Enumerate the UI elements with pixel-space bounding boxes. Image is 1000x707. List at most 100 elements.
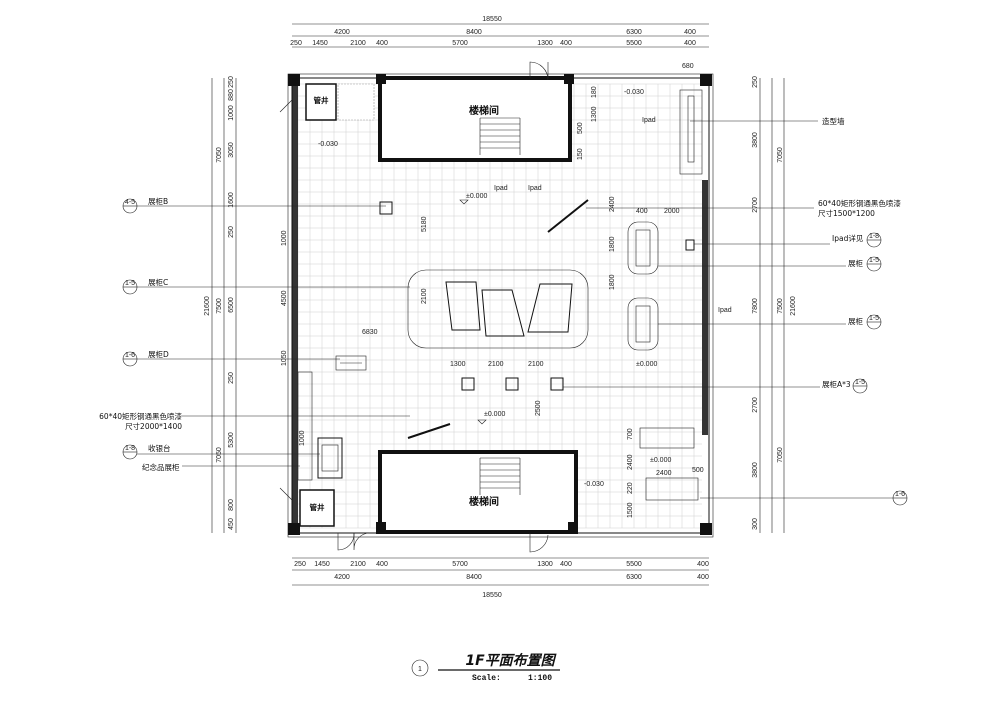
title-number: 1 [418,666,422,673]
svg-text:6830: 6830 [362,329,378,336]
dim-left-row2: 250 880 1000 3050 1600 250 6500 250 5300… [228,76,235,530]
svg-text:400: 400 [636,208,648,215]
ipad-labels: Ipad Ipad Ipad Ipad [494,117,732,314]
svg-text:7800: 7800 [752,298,759,314]
svg-text:250: 250 [228,76,235,88]
svg-text:400: 400 [560,561,572,568]
svg-text:2400: 2400 [609,196,616,212]
svg-text:1000: 1000 [281,230,288,246]
svg-text:2100: 2100 [350,40,366,47]
svg-text:6500: 6500 [228,297,235,313]
dim-left-row1: 7050 7500 7050 [216,147,223,463]
svg-text:2700: 2700 [752,397,759,413]
shaft-top [305,83,375,121]
svg-text:展柜D: 展柜D [148,349,169,359]
svg-text:250: 250 [228,372,235,384]
dimension-lines [211,23,785,586]
svg-text:展柜: 展柜 [848,258,863,268]
svg-text:6300: 6300 [626,29,642,36]
svg-text:2400: 2400 [627,454,634,470]
svg-text:250: 250 [228,226,235,238]
svg-text:纪念品展柜: 纪念品展柜 [142,462,180,472]
svg-text:1-8: 1-8 [125,445,135,452]
svg-text:5700: 5700 [452,40,468,47]
svg-text:150: 150 [577,148,584,160]
svg-text:1450: 1450 [314,561,330,568]
svg-text:Ipad: Ipad [528,185,542,192]
svg-text:1-5: 1-5 [125,280,135,287]
svg-text:1050: 1050 [281,350,288,366]
svg-text:1-6: 1-6 [125,352,135,359]
dim-top-row1: 4200 8400 6300 400 [334,29,696,36]
svg-text:5300: 5300 [228,432,235,448]
svg-text:250: 250 [294,561,306,568]
svg-text:500: 500 [692,467,704,474]
svg-text:450: 450 [228,518,235,530]
svg-text:造型墙: 造型墙 [822,116,845,126]
svg-text:7050: 7050 [216,147,223,163]
svg-text:400: 400 [376,40,388,47]
svg-text:展柜A*3: 展柜A*3 [822,379,851,389]
svg-text:2000: 2000 [664,208,680,215]
svg-text:5500: 5500 [626,40,642,47]
scale-label: Scale: [472,674,501,683]
svg-text:-0.030: -0.030 [624,89,644,96]
svg-text:尺寸2000*1400: 尺寸2000*1400 [125,421,182,431]
dim-top-row2: 250 1450 2100 400 5700 1300 400 5500 400 [290,40,696,47]
svg-text:500: 500 [577,122,584,134]
svg-text:2100: 2100 [488,361,504,368]
svg-text:5180: 5180 [421,216,428,232]
svg-text:1300: 1300 [537,561,553,568]
svg-text:1300: 1300 [591,106,598,122]
svg-text:Ipad: Ipad [642,117,656,124]
svg-text:±0.000: ±0.000 [484,411,505,418]
level-marks: -0.030 -0.030 ±0.000 ±0.000 ±0.000 -0.03… [318,89,671,488]
svg-text:4200: 4200 [334,29,350,36]
svg-text:-0.030: -0.030 [318,141,338,148]
svg-text:7500: 7500 [777,298,784,314]
doors [279,61,549,553]
svg-text:展柜B: 展柜B [148,196,168,206]
svg-text:1300: 1300 [537,40,553,47]
svg-text:60*40矩形钢通黑色喷漆: 60*40矩形钢通黑色喷漆 [99,411,182,421]
svg-text:1-5: 1-5 [855,379,865,386]
central-display-island [407,269,589,349]
svg-text:1450: 1450 [312,40,328,47]
svg-text:收银台: 收银台 [148,443,171,453]
svg-text:展柜: 展柜 [848,316,863,326]
svg-text:2400: 2400 [656,470,672,477]
svg-text:4-5: 4-5 [125,199,135,206]
dim-right-total: 21600 [790,296,797,316]
svg-text:2100: 2100 [421,288,428,304]
svg-text:400: 400 [684,29,696,36]
stair-room-bottom [376,450,578,534]
dim-overall-bottom: 18550 [482,592,502,599]
steel-frames [407,199,589,439]
dim-left-total: 21600 [204,296,211,316]
svg-text:180: 180 [591,86,598,98]
svg-text:1300: 1300 [450,361,466,368]
svg-text:±0.000: ±0.000 [466,193,487,200]
svg-text:2500: 2500 [535,400,542,416]
svg-text:4200: 4200 [334,574,350,581]
svg-text:7050: 7050 [216,447,223,463]
display-cabinets-a [335,201,564,391]
svg-text:7050: 7050 [777,147,784,163]
svg-text:880: 880 [228,89,235,101]
cashier-counter [297,89,703,501]
svg-text:700: 700 [627,428,634,440]
svg-text:尺寸1500*1200: 尺寸1500*1200 [818,208,875,218]
svg-text:3050: 3050 [228,142,235,158]
dim-bottom-row2: 4200 8400 6300 400 [334,574,709,581]
scale-value: 1:100 [528,674,552,683]
svg-text:4500: 4500 [281,290,288,306]
svg-text:1-8: 1-8 [869,233,879,240]
svg-text:2100: 2100 [350,561,366,568]
svg-text:±0.000: ±0.000 [636,361,657,368]
svg-text:1500: 1500 [627,502,634,518]
svg-text:3800: 3800 [752,132,759,148]
svg-text:680: 680 [682,63,694,70]
svg-text:7050: 7050 [777,447,784,463]
svg-text:5700: 5700 [452,561,468,568]
